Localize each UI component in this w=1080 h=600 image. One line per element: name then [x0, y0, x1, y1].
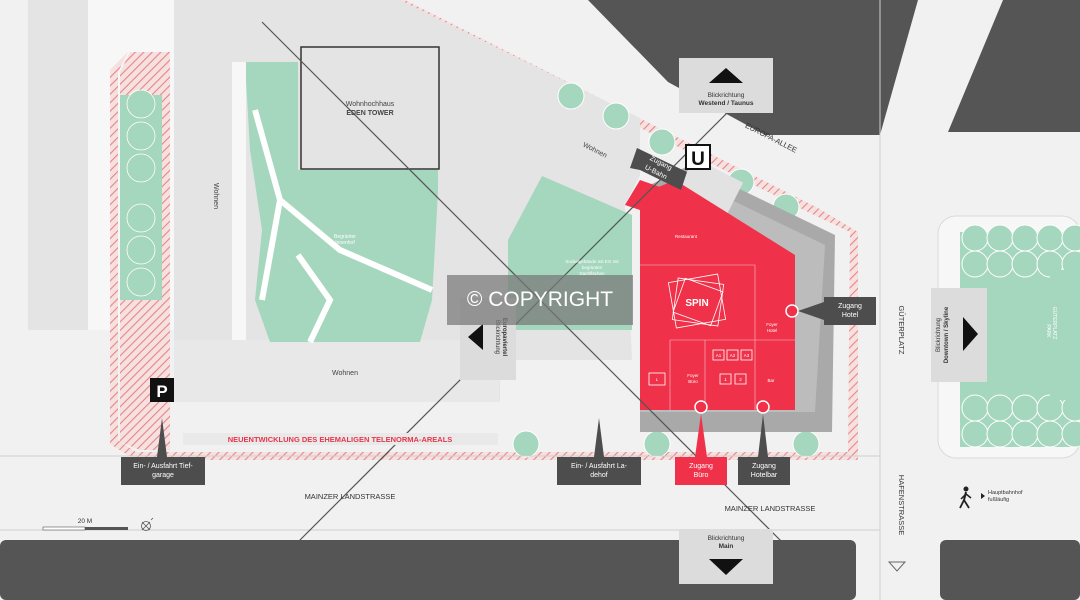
callout-tiefgarage-label-2: garage — [152, 472, 174, 479]
callout-tiefgarage: Ein- / Ausfahrt Tief- garage — [121, 418, 205, 485]
ubahn-stair — [677, 157, 744, 215]
hauptbahnhof-label-2: fußläufig — [988, 497, 1009, 503]
small-triangle-icon — [887, 561, 907, 572]
sockel-label-2: begrünten — [582, 265, 603, 270]
ubahn-icon — [685, 144, 711, 170]
arrow-up-icon — [709, 68, 743, 83]
foyer-buero-label-2: Büro — [688, 379, 698, 384]
spin-logo-text: SPIN — [685, 298, 708, 309]
callout-buero-label-1: Zugang — [689, 463, 713, 470]
park-label-2: PARK — [1045, 324, 1051, 338]
callout-hotel-label-2: Hotel — [842, 312, 859, 319]
innenhof-label-1: Begrünter — [334, 234, 356, 240]
foyer-hotel-label-2: Hotel — [767, 328, 778, 333]
copyright-label: © COPYRIGHT — [467, 288, 613, 311]
view-main: Blickrichtung Main — [679, 529, 773, 584]
ubahn-icon-letter: U — [691, 149, 705, 170]
callout-hotelbar-label-1: Zugang — [752, 463, 776, 470]
hafenstrasse-label: HAFENSTRASSE — [897, 475, 906, 535]
gueterplatz-park — [937, 215, 1080, 459]
mainzer-left-label: MAINZER LANDSTRASSE — [305, 492, 396, 501]
callout-hotelbar: Zugang Hotelbar — [738, 414, 790, 485]
spin-logo — [667, 273, 727, 329]
wohnen-bottom-label: Wohnen — [332, 370, 358, 377]
unit-1: 1 — [724, 377, 727, 382]
view-europa-label-2: Europaviertel — [501, 318, 507, 357]
sockel-label-1: Sockelgebäude mit EG mit — [565, 259, 619, 264]
callout-hotelbar-label-2: Hotelbar — [751, 472, 778, 479]
access-markers — [694, 304, 799, 414]
street-trees-bottom — [512, 430, 820, 458]
wohnen-left-label: Wohnen — [212, 183, 219, 209]
unit-l: L — [656, 377, 659, 382]
spin-ubahn-entrance — [625, 180, 660, 210]
callout-ladehof: Ein- / Ausfahrt La- dehof — [557, 418, 641, 485]
small-arrow-right-icon — [981, 493, 985, 499]
view-west-label-2: Westend / Taunus — [698, 100, 753, 107]
spin-building — [640, 180, 795, 410]
view-west: Blickrichtung Westend / Taunus — [679, 58, 773, 113]
foyer-buero-label-1: Foyer — [687, 373, 699, 378]
arrow-down-icon — [709, 559, 743, 575]
view-downtown-label-1: Blickrichtung — [936, 318, 942, 352]
arrow-right-icon — [963, 317, 978, 351]
left-tree-column — [120, 89, 162, 300]
spin-interior-labels: Restaurant Foyer Hotel Foyer Büro Bar A1… — [656, 234, 779, 384]
bar-label: Bar — [767, 378, 775, 383]
unit-a2: A2 — [730, 353, 736, 358]
callout-hotel: Zugang Hotel — [798, 297, 876, 325]
eden-tower — [300, 46, 440, 170]
left-building-strip — [28, 0, 88, 330]
pedestrian-icon — [959, 486, 972, 509]
callout-hotel-label-1: Zugang — [838, 303, 862, 310]
callout-buero: Zugang Büro — [675, 414, 727, 485]
eden-tower-label-2: EDEN TOWER — [346, 110, 393, 117]
wohnen-bottom-building — [174, 340, 499, 402]
foyer-hotel-label-1: Foyer — [766, 322, 778, 327]
sockel-label-3: Dachflächen — [579, 271, 605, 276]
north-arrow-icon — [141, 517, 154, 531]
restaurant-label: Restaurant — [675, 234, 698, 239]
view-downtown: Blickrichtung Downtown / Skyline — [931, 288, 987, 382]
callout-ladehof-label-1: Ein- / Ausfahrt La- — [571, 463, 628, 470]
street-trees-top — [557, 82, 800, 221]
callout-buero-label-2: Büro — [694, 472, 709, 479]
spin-floorplan-lines — [640, 264, 795, 410]
inner-courtyard — [232, 62, 438, 344]
view-main-label-2: Main — [719, 543, 734, 550]
view-main-label-1: Blickrichtung — [708, 535, 745, 542]
unit-2: 2 — [739, 377, 742, 382]
copyright-watermark: © COPYRIGHT — [447, 275, 633, 325]
arrow-left-icon — [468, 324, 483, 350]
view-europa-label-1: Blickrichtung — [494, 320, 500, 354]
view-west-label-1: Blickrichtung — [708, 92, 745, 99]
innenhof-label-2: Innenhof — [335, 240, 355, 246]
callout-ladehof-label-2: dehof — [590, 472, 608, 479]
gueterplatz-label: GÜTERPLATZ — [897, 305, 906, 354]
neuentwicklung-bar — [183, 433, 498, 445]
neuentwicklung-label: NEUENTWICKLUNG DES EHEMALIGEN TELENORMA-… — [228, 435, 453, 444]
view-downtown-label-2: Downtown / Skyline — [944, 306, 950, 363]
eden-tower-label-1: Wohnhochhaus — [346, 101, 395, 108]
scale-label: 20 M — [78, 518, 92, 525]
area-labels: Wohnhochhaus EDEN TOWER Wohnen Wohnen Wo… — [212, 101, 619, 377]
scale-bar: 20 M — [42, 518, 128, 531]
spin-unit-boxes — [648, 349, 753, 386]
hauptbahnhof-legend: Hauptbahnhof fußläufig — [959, 486, 1023, 509]
callout-tiefgarage-label-1: Ein- / Ausfahrt Tief- — [133, 463, 193, 470]
parking-icon-letter: P — [156, 382, 167, 401]
unit-a3: A3 — [744, 353, 750, 358]
parking-icon — [150, 378, 174, 402]
park-label-1: GÜTERPLATZ — [1051, 307, 1058, 340]
hauptbahnhof-label-1: Hauptbahnhof — [988, 490, 1023, 496]
unit-a1: A1 — [716, 353, 722, 358]
mainzer-right-label: MAINZER LANDSTRASSE — [725, 504, 816, 513]
